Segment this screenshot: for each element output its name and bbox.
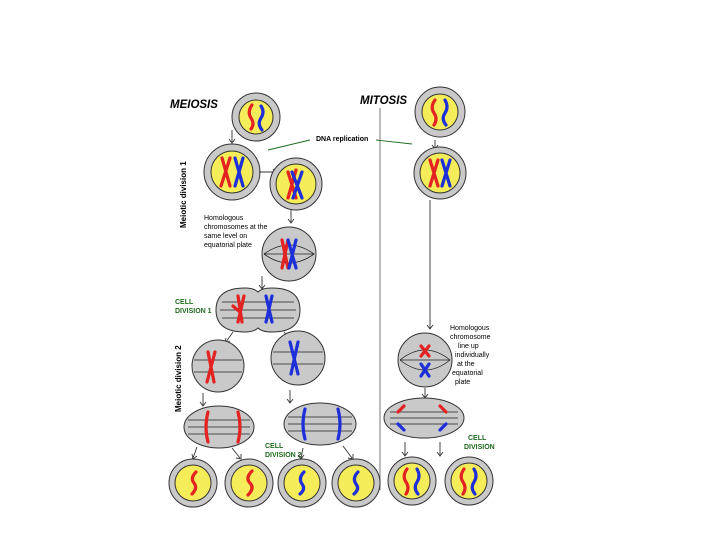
arrow-down-3 — [258, 276, 266, 290]
meiosis-gamete-1 — [168, 458, 218, 508]
mitosis-note-line5: at the — [457, 361, 475, 368]
cell-division-1-line2: DIVISION 1 — [175, 308, 212, 315]
homologous-note-line3: same level on — [204, 233, 247, 240]
dna-replication-line-left — [267, 139, 311, 151]
mitosis-note-line6: equatorial — [452, 370, 483, 377]
mitosis-arrow-3 — [401, 442, 409, 457]
mitosis-note-line7: plate — [455, 379, 470, 386]
mitosis-note-line1: Homologous — [450, 325, 490, 332]
mitosis-note-line4: individually — [455, 352, 490, 359]
meiosis-title: MEIOSIS — [170, 99, 218, 111]
meiosis-anaphase-1-cell — [215, 287, 301, 333]
mitosis-title: MITOSIS — [360, 95, 407, 107]
mitosis-arrow-2 — [421, 388, 429, 399]
mitosis-daughter-cell-1 — [387, 456, 437, 506]
mitosis-anaphase-cell — [383, 397, 465, 439]
cell-division-2-line2: DIVISION 2 — [265, 452, 302, 459]
mitosis-note-line3: line up — [458, 343, 479, 350]
mitosis-long-arrow — [426, 200, 434, 330]
cell-division-line2: DIVISION — [464, 444, 495, 451]
meiosis-metaphase-2-right-cell — [270, 330, 326, 386]
meiosis-gamete-2 — [224, 458, 274, 508]
mitosis-arrow-4 — [436, 442, 444, 457]
meiosis-metaphase-2-left-cell — [191, 339, 245, 393]
arrow-down-2 — [287, 210, 295, 224]
arrow-gamete-1 — [191, 446, 198, 460]
meiosis-pairing-cell — [269, 157, 323, 211]
mitosis-note-line2: chromosome — [450, 334, 491, 341]
meiosis-telophase-2-right-cell — [283, 402, 357, 446]
homologous-note-line4: equatorial plate — [204, 242, 252, 249]
homologous-note-line1: Homologous — [204, 215, 244, 222]
dna-replication-label: DNA replication — [316, 136, 368, 143]
mitosis-replicated-cell — [413, 146, 467, 200]
arrow-down-1 — [228, 130, 236, 144]
meiosis-metaphase-1-cell — [261, 226, 317, 282]
cell-division-1-line1: CELL — [175, 299, 194, 306]
meiotic-division-2-label: Meiotic division 2 — [174, 345, 183, 412]
meiotic-division-1-label: Meiotic division 1 — [179, 161, 188, 228]
meiosis-replicated-cell — [203, 143, 261, 201]
arrow-down-5 — [286, 390, 294, 404]
mitosis-daughter-cell-2 — [444, 456, 494, 506]
arrow-gamete-4 — [342, 445, 354, 460]
arrow-down-4 — [199, 393, 207, 407]
mitosis-initial-cell — [414, 86, 466, 138]
cell-division-line1: CELL — [468, 435, 487, 442]
meiosis-gamete-3 — [277, 458, 327, 508]
mitosis-metaphase-cell — [397, 332, 453, 388]
arrow-gamete-2 — [231, 447, 242, 460]
dna-replication-line-right — [375, 139, 413, 145]
meiosis-initial-cell — [231, 92, 281, 142]
meiosis-gamete-4 — [331, 458, 381, 508]
meiosis-telophase-2-left-cell — [183, 405, 255, 449]
cell-division-2-line1: CELL — [265, 443, 284, 450]
homologous-note-line2: chromosomes at the — [204, 224, 268, 231]
